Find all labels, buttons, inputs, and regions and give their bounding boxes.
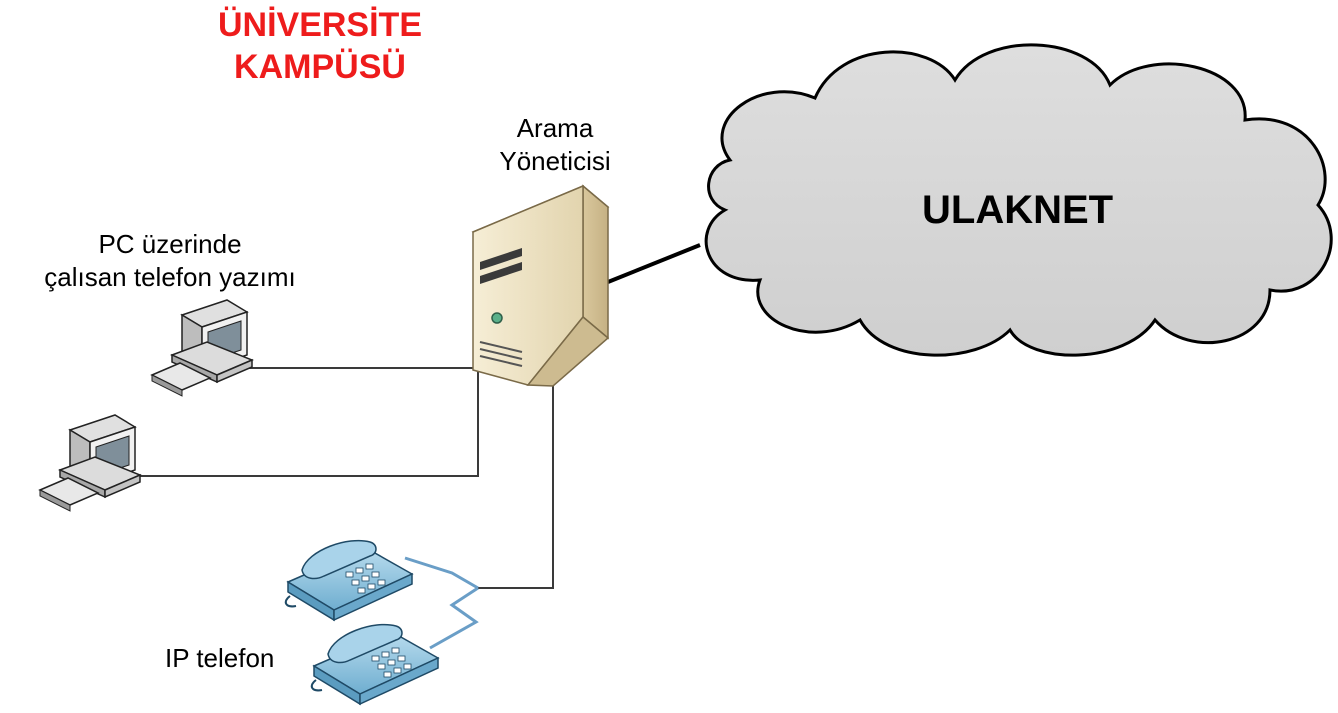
pc-label-line2: çalısan telefon yazımı — [44, 262, 296, 292]
computer-icon — [38, 414, 142, 512]
phone-link — [478, 378, 554, 589]
server-label-line1: Arama — [516, 113, 594, 143]
phone-label: IP telefon — [165, 643, 275, 673]
pc1-link — [240, 345, 479, 369]
computer-icon — [150, 299, 254, 397]
server-label: Arama Yöneticisi — [470, 112, 640, 178]
pc2-link — [132, 368, 479, 477]
campus-title-line1: ÜNİVERSİTE — [217, 6, 423, 44]
connection-lines — [132, 243, 701, 650]
server-label-line2: Yöneticisi — [499, 146, 611, 176]
server-icon — [471, 184, 610, 387]
campus-title-line2: KAMPÜSÜ — [234, 48, 406, 86]
campus-title: ÜNİVERSİTE KAMPÜSÜ — [180, 4, 460, 88]
pc-label-line1: PC üzerinde — [98, 229, 242, 259]
ip-phone-icon — [310, 623, 440, 706]
phone-wires — [404, 556, 479, 650]
cloud-label: ULAKNET — [922, 188, 1114, 232]
pc-label: PC üzerinde çalısan telefon yazımı — [10, 228, 330, 294]
ip-phone-icon — [284, 539, 414, 622]
server-cloud-link — [607, 243, 701, 284]
cloud-icon — [704, 43, 1333, 357]
